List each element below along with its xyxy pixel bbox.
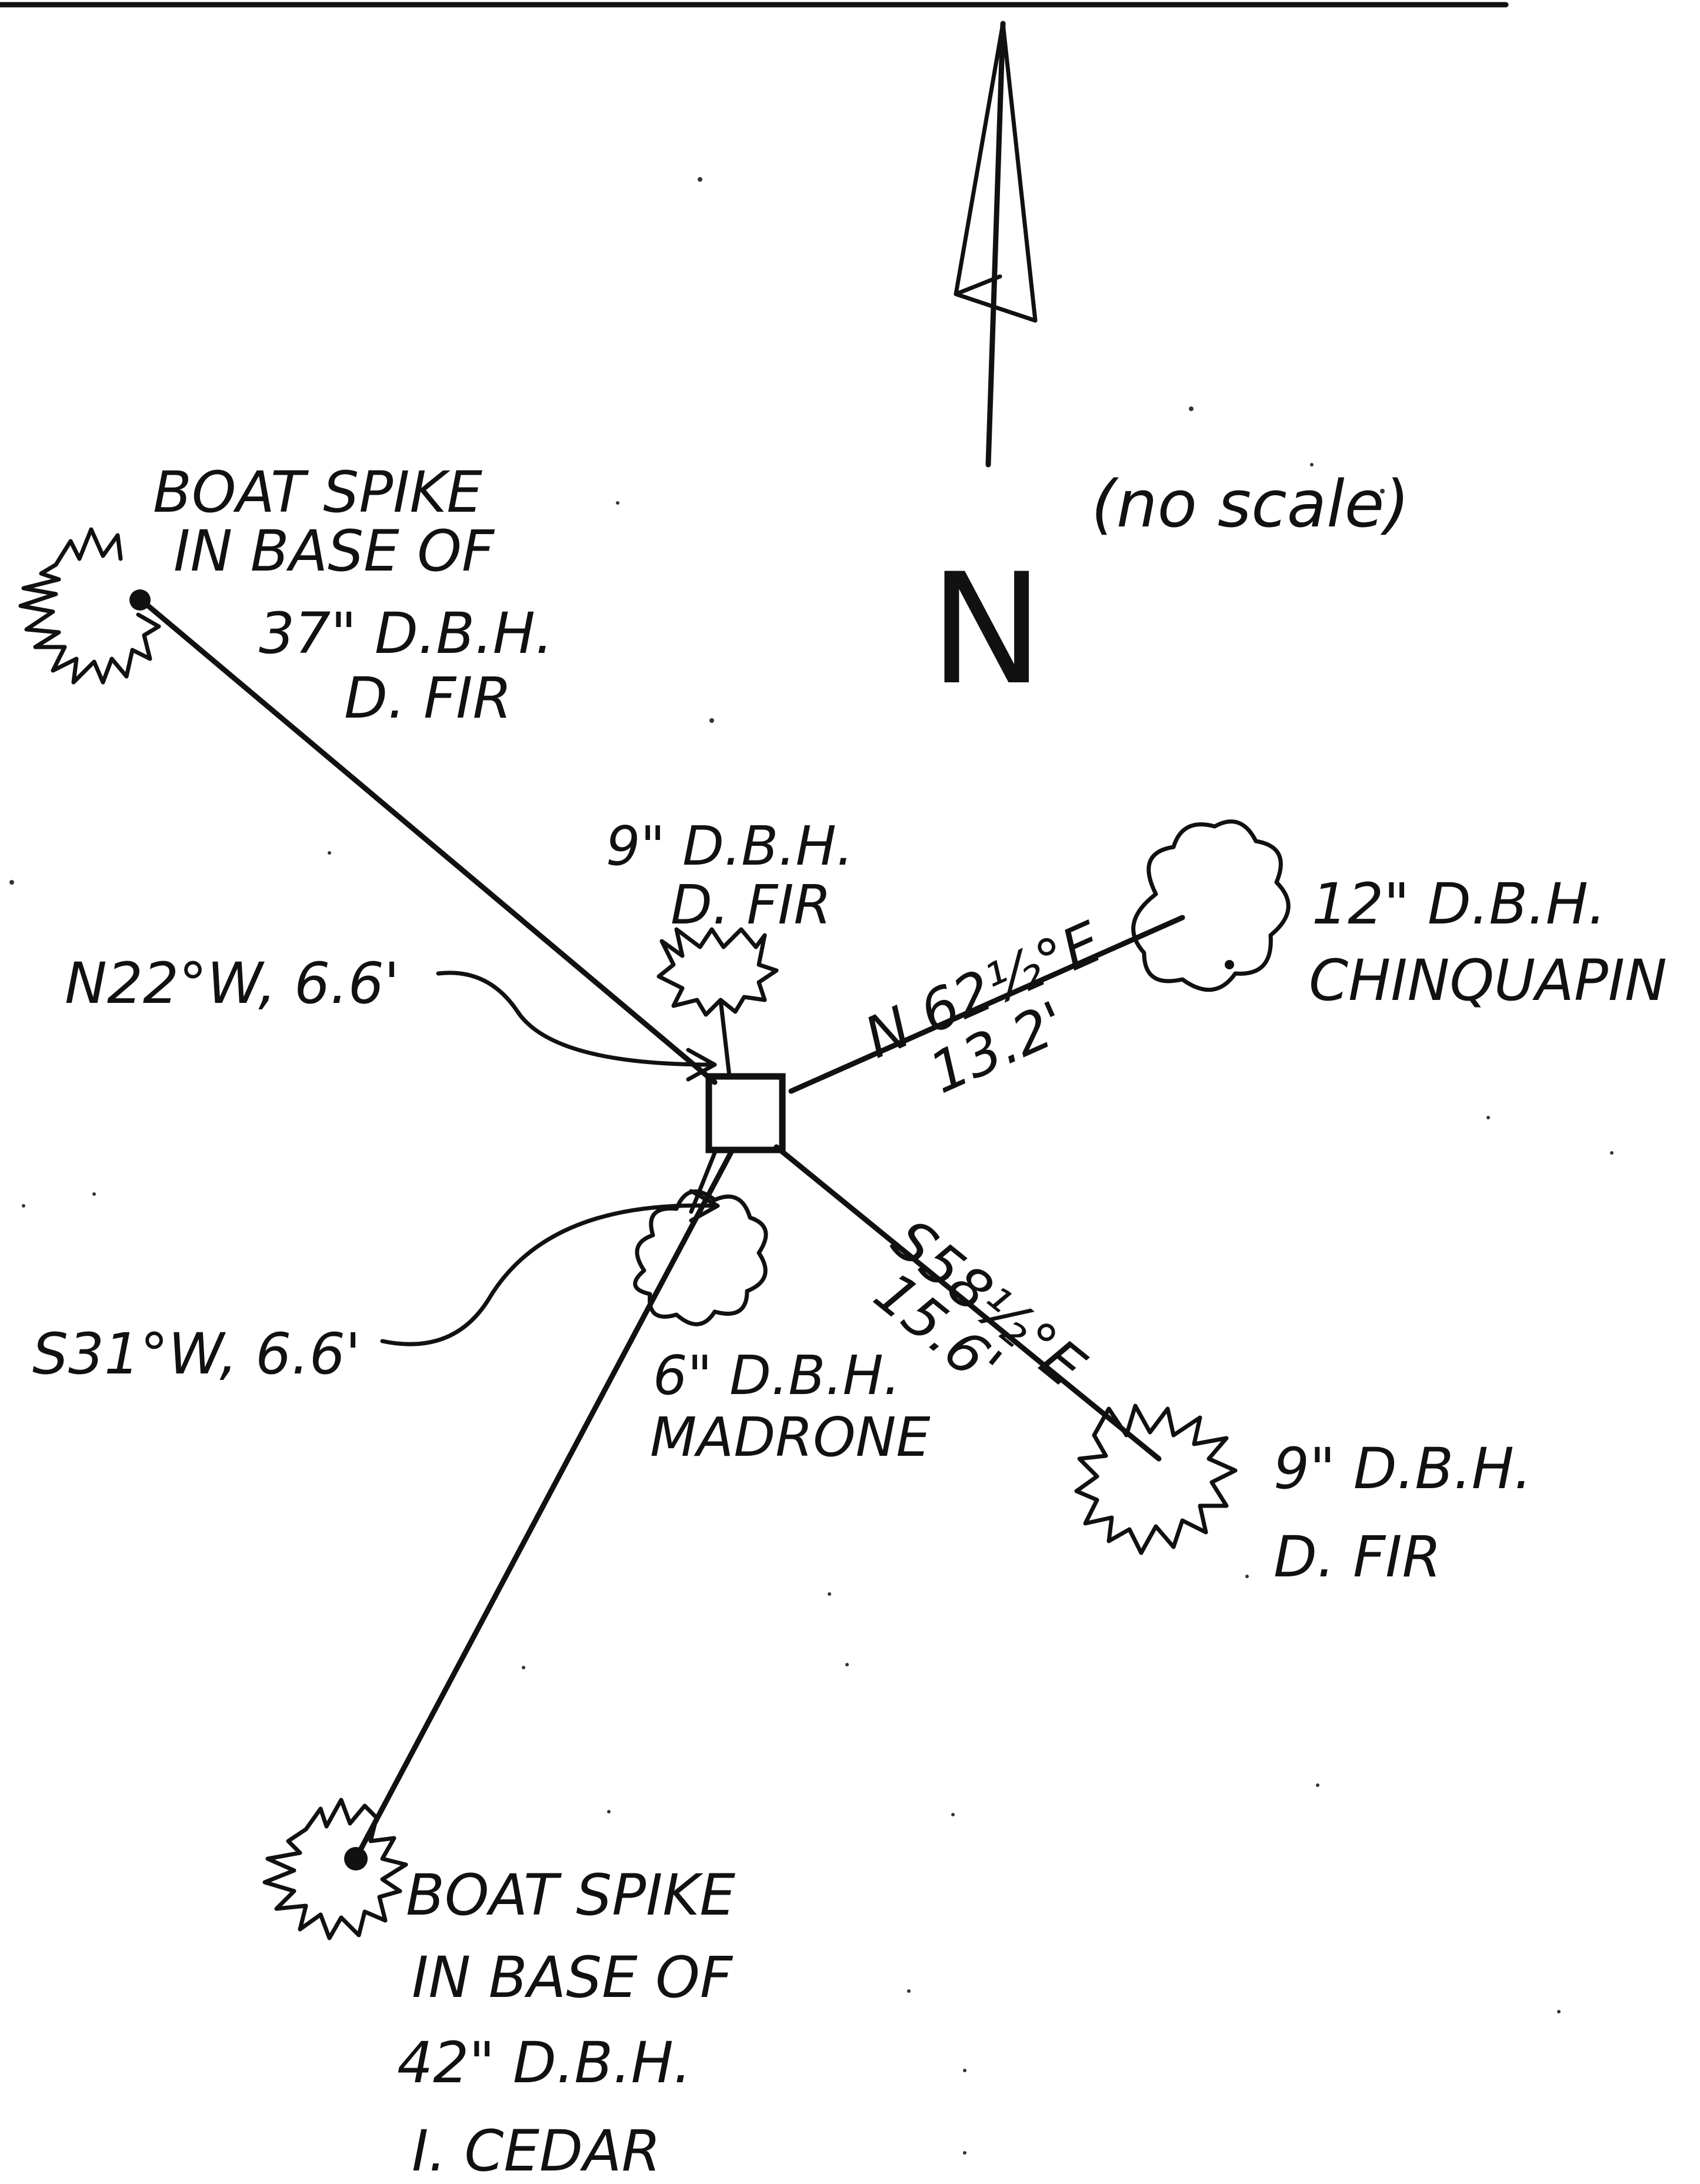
svg-text:IN BASE OF: IN BASE OF — [174, 518, 495, 584]
svg-text:9" D.B.H.: 9" D.B.H. — [606, 815, 854, 878]
svg-text:I. CEDAR: I. CEDAR — [412, 2118, 661, 2184]
svg-text:D. FIR: D. FIR — [1274, 1524, 1441, 1590]
bearing-line-se — [774, 1144, 1162, 1462]
leader-arrow-sw — [380, 1189, 720, 1346]
svg-text:6" D.B.H.: 6" D.B.H. — [653, 1344, 901, 1407]
svg-text:D. FIR: D. FIR — [344, 665, 512, 731]
bearing-line-n-short — [718, 998, 732, 1079]
label-nw-reference: BOAT SPIKE IN BASE OF 37" D.B.H. D. FIR — [153, 459, 553, 731]
svg-text:9" D.B.H.: 9" D.B.H. — [1274, 1436, 1532, 1502]
tree-icon-nw-fir — [18, 527, 161, 685]
leader-arrow-nw — [436, 971, 717, 1082]
tree-icon-sw-cedar — [262, 1798, 408, 1940]
label-ne-tree: 12" D.B.H. CHINQUAPIN — [1309, 871, 1667, 1013]
label-se-tree: 9" D.B.H. D. FIR — [1274, 1436, 1532, 1590]
tree-icon-se-fir — [1074, 1403, 1238, 1555]
north-label: N — [929, 541, 1044, 719]
label-s-tree: 6" D.B.H. MADRONE — [650, 1344, 930, 1469]
svg-text:D. FIR: D. FIR — [671, 873, 831, 936]
bearing-label-sw: S31°W, 6.6' — [32, 1321, 361, 1387]
scan-specks — [9, 177, 1614, 2155]
corner-post — [705, 1073, 786, 1153]
svg-text:IN BASE OF: IN BASE OF — [412, 1945, 734, 2010]
scale-note: (no scale) — [1091, 466, 1409, 542]
north-arrow-icon — [954, 21, 1038, 468]
svg-text:BOAT SPIKE: BOAT SPIKE — [406, 1862, 735, 1928]
tree-icon-s-madrone — [633, 1189, 768, 1326]
svg-text:BOAT SPIKE: BOAT SPIKE — [153, 459, 482, 525]
svg-text:42" D.B.H.: 42" D.B.H. — [397, 2030, 691, 2096]
tree-icon-n-fir — [656, 927, 779, 1017]
svg-text:37" D.B.H.: 37" D.B.H. — [259, 601, 553, 666]
svg-text:CHINQUAPIN: CHINQUAPIN — [1309, 948, 1667, 1013]
svg-text:MADRONE: MADRONE — [650, 1406, 930, 1469]
bearing-line-s-short — [689, 1151, 717, 1214]
label-sw-reference: BOAT SPIKE IN BASE OF 42" D.B.H. I. CEDA… — [397, 1862, 735, 2184]
svg-text:12" D.B.H.: 12" D.B.H. — [1312, 871, 1606, 937]
bearing-label-nw: N22°W, 6.6' — [65, 951, 399, 1016]
bearing-line-sw — [356, 1147, 735, 1856]
bearing-line-nw — [138, 597, 718, 1085]
label-n-tree: 9" D.B.H. D. FIR — [606, 815, 854, 936]
bearing-line-ne — [788, 915, 1185, 1094]
tree-icon-ne-chinquapin — [1131, 819, 1291, 992]
